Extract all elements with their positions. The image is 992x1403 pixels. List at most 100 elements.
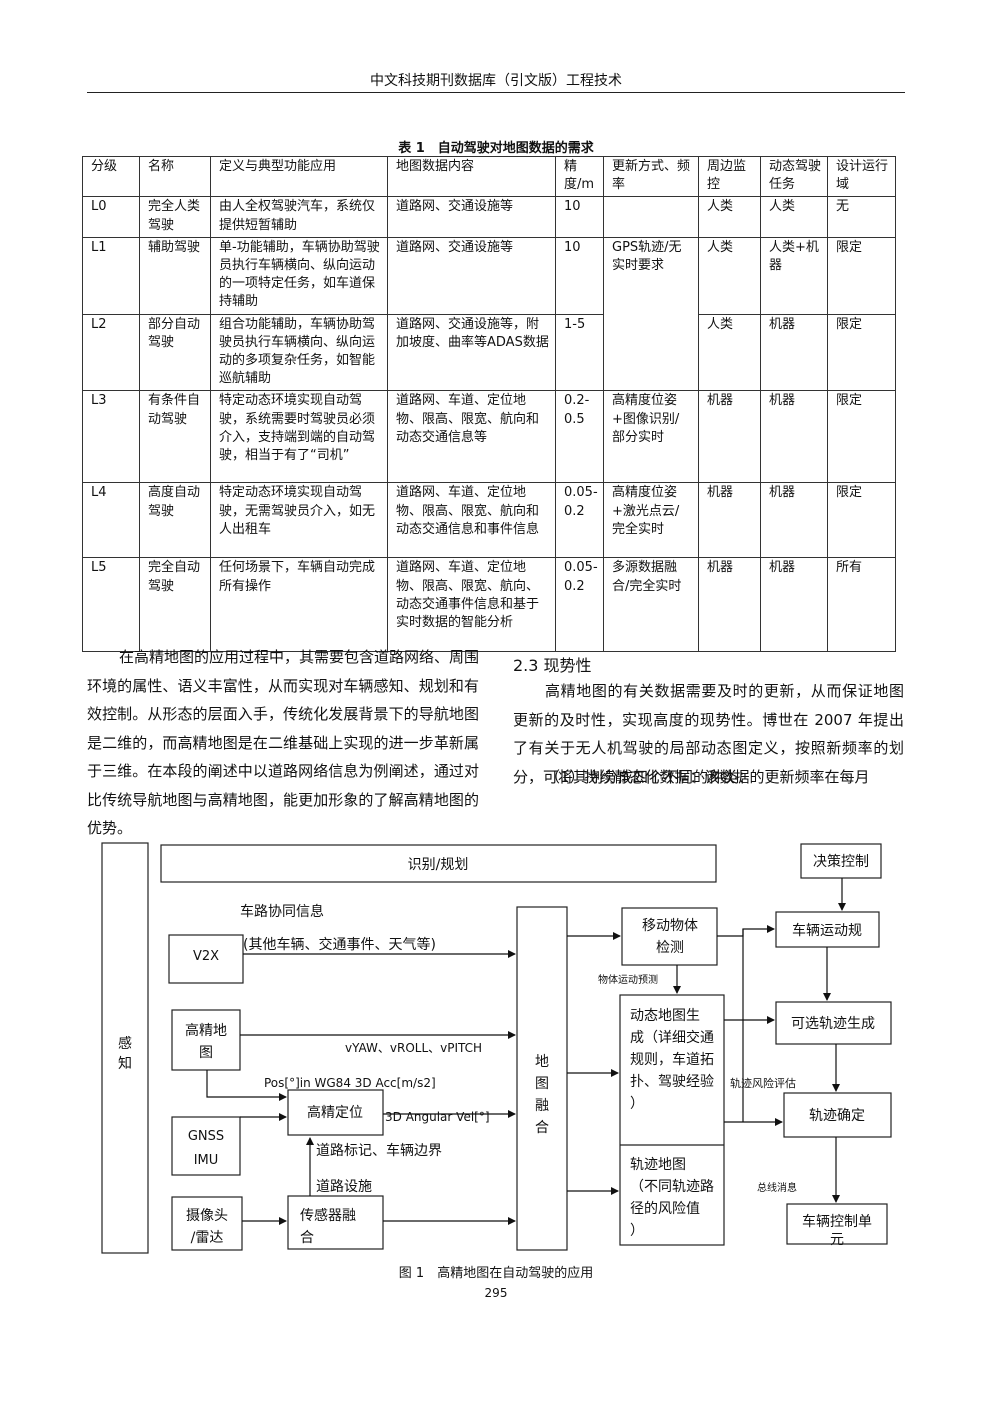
header-cell: 设计运行域 <box>827 155 896 198</box>
recognition-box <box>160 844 717 883</box>
table-cell: 1-5 <box>555 313 604 392</box>
table-cell: 0.2-0.5 <box>555 390 604 484</box>
table-cell: 所有 <box>827 557 896 653</box>
camera-label: 摄像头/雷达 <box>186 1208 228 1246</box>
camera-box <box>171 1196 243 1251</box>
page-number: 295 <box>484 1286 508 1300</box>
table-cell: 限定 <box>827 313 896 392</box>
table-cell: 10 <box>555 196 604 238</box>
table-row: L3 有条件自动驾驶 特定动态环境实现自动驾驶，系统需要时驾驶员必须介入，支持端… <box>82 390 896 484</box>
decision-label: 决策控制 <box>813 853 869 870</box>
table-cell: 高精度位姿+激光点云/完全实时 <box>603 482 699 559</box>
table-cell: 机器 <box>698 482 761 559</box>
table-row: L1 辅助驾驶 单-功能辅助，车辆协助驾驶员执行车辆横向、纵向运动的一项特定任务… <box>82 236 896 392</box>
table-cell: 多源数据融合/完全实时 <box>603 557 699 653</box>
table-cell: 组合功能辅助，车辆协助驾驶员执行车辆横向、纵向运动的多项复杂任务，如智能巡航辅助 <box>210 313 388 392</box>
table-cell: 机器 <box>698 390 761 484</box>
sensor-fusion-label: 传感器融合 <box>300 1207 356 1246</box>
hd-localization-box <box>287 1089 384 1136</box>
trajectory-map-label: 轨迹地图（不同轨迹路径的风险值） <box>630 1157 714 1239</box>
optional-trajectory-box <box>775 1001 892 1045</box>
v2x-box <box>168 934 244 984</box>
table-row: L0 完全人类驾驶 由人全权驾驶汽车，系统仅提供短暂辅助 道路网、交通设施等 1… <box>82 196 896 238</box>
header-rule <box>87 92 905 93</box>
figure-caption: 图 1 高精地图在自动驾驶的应用 <box>398 1266 594 1281</box>
bus-message-label: 总线消息 <box>757 1181 797 1194</box>
table-cell: 高精度位姿+图像识别/部分实时 <box>603 390 699 484</box>
header-cell: 周边监控 <box>698 155 761 198</box>
header-cell: 精度/m <box>555 155 604 198</box>
map-fusion-label: 地图融合 <box>535 1054 549 1136</box>
moving-detection-box <box>621 907 718 966</box>
table-cell: 机器 <box>760 313 828 392</box>
requirements-table: 分级 名称 定义与典型功能应用 地图数据内容 精度/m 更新方式、频率 周边监控… <box>82 155 896 653</box>
table-cell: L4 <box>82 482 140 559</box>
table-cell: 限定 <box>827 482 896 559</box>
moving-detection-label: 移动物体检测 <box>642 918 698 956</box>
table-cell: L5 <box>82 557 140 653</box>
vehicle-control-label: 车辆控制单元 <box>802 1213 872 1248</box>
table-cell: L2 <box>82 313 140 392</box>
table-cell: 道路网、车道、定位地物、限高、限宽、航向和动态交通信息等 <box>387 390 556 484</box>
optional-trajectory-label: 可选轨迹生成 <box>791 1016 875 1032</box>
header-cell: 动态驾驶任务 <box>760 155 828 198</box>
v2v-detail-label: (其他车辆、交通事件、天气等) <box>243 936 436 953</box>
table-cell: L0 <box>82 196 140 238</box>
road-facility-label: 道路设施 <box>316 1179 372 1195</box>
vehicle-motion-label: 车辆运动规 <box>792 922 862 939</box>
flow-arrow <box>717 925 775 937</box>
table-cell: 限定 <box>827 390 896 484</box>
gnss-box <box>171 1116 241 1176</box>
table-cell: 机器 <box>698 557 761 653</box>
table-cell: 辅助驾驶 <box>139 236 211 315</box>
table-cell: 人类 <box>698 196 761 238</box>
table-cell: 人类 <box>760 196 828 238</box>
table-cell: 道路网、交通设施等 <box>387 196 556 238</box>
recognition-label: 识别/规划 <box>408 857 469 873</box>
vyaw-label: vYAW、vROLL、vPITCH <box>345 1041 482 1055</box>
section-heading: 2.3 现势性 <box>513 656 592 675</box>
table-cell: 特定动态环境实现自动驾驶，系统需要时驾驶员必须介入，支持端到端的自动驾驶，相当于… <box>210 390 388 484</box>
table-cell: 特定动态环境实现自动驾驶，无需驾驶员介入，如无人出租车 <box>210 482 388 559</box>
body-paragraph-right: 高精地图的有关数据需要及时的更新，从而保证地图更新的及时性，实现高度的现势性。博… <box>513 682 904 786</box>
table-cell <box>603 196 699 238</box>
trajectory-risk-label: 轨迹风险评估 <box>730 1076 796 1090</box>
trajectory-confirm-label: 轨迹确定 <box>809 1108 865 1124</box>
table-cell: 0.05-0.2 <box>555 482 604 559</box>
lane-marks-label: 道路标记、车辆边界 <box>316 1142 442 1159</box>
sensor-fusion-box <box>287 1195 384 1250</box>
table-cell: 无 <box>827 196 896 238</box>
list-item: （1）持续静态化数据：该数据的更新频率在每月 <box>545 768 870 786</box>
hd-map-label: 高精地图 <box>185 1022 227 1061</box>
table-cell: 0.05-0.2 <box>555 557 604 653</box>
table-header-row: 分级 名称 定义与典型功能应用 地图数据内容 精度/m 更新方式、频率 周边监控… <box>82 155 896 198</box>
table-caption: 表 1 自动驾驶对地图数据的需求 <box>398 141 594 156</box>
table-cell: GPS轨迹/无实时要求 <box>603 236 699 392</box>
table-cell: 道路网、交通设施等 <box>387 236 556 315</box>
body-paragraph-left: 在高精地图的应用过程中，其需要包含道路网络、周围环境的属性、语义丰富性，从而实现… <box>87 648 480 837</box>
perception-label: 感知 <box>118 1035 132 1072</box>
table-cell: 高度自动驾驶 <box>139 482 211 559</box>
table-cell: 由人全权驾驶汽车，系统仅提供短暂辅助 <box>210 196 388 238</box>
hd-map-box <box>171 1009 241 1071</box>
header-cell: 地图数据内容 <box>387 155 556 198</box>
table-cell: 任何场景下，车辆自动完成所有操作 <box>210 557 388 653</box>
flow-arrows <box>206 878 846 1225</box>
header-cell: 更新方式、频率 <box>603 155 699 198</box>
flow-arrow <box>206 1070 287 1101</box>
table-cell: 道路网、车道、定位地物、限高、限宽、航向、动态交通事件信息和基于实时数据的智能分… <box>387 557 556 653</box>
pos-label: Pos[°]in WG84 3D Acc[m/s2] <box>264 1076 436 1090</box>
table-cell: 道路网、交通设施等，附加坡度、曲率等ADAS数据 <box>387 313 556 392</box>
dynamic-map-box <box>619 994 725 1246</box>
table-cell: 道路网、车道、定位地物、限高、限宽、航向和动态交通信息和事件信息 <box>387 482 556 559</box>
vehicle-control-box <box>786 1203 888 1245</box>
table-cell: 单-功能辅助，车辆协助驾驶员执行车辆横向、纵向运动的一项特定任务，如车道保持辅助 <box>210 236 388 315</box>
table-row: L2 部分自动驾驶 组合功能辅助，车辆协助驾驶员执行车辆横向、纵向运动的多项复杂… <box>82 313 896 392</box>
hd-loc-label: 高精定位 <box>307 1104 363 1121</box>
trajectory-confirm-box <box>783 1092 892 1138</box>
table-row: L5 完全自动驾驶 任何场景下，车辆自动完成所有操作 道路网、车道、定位地物、限… <box>82 557 896 653</box>
table-cell: 限定 <box>827 236 896 315</box>
map-fusion-box <box>516 906 568 1251</box>
